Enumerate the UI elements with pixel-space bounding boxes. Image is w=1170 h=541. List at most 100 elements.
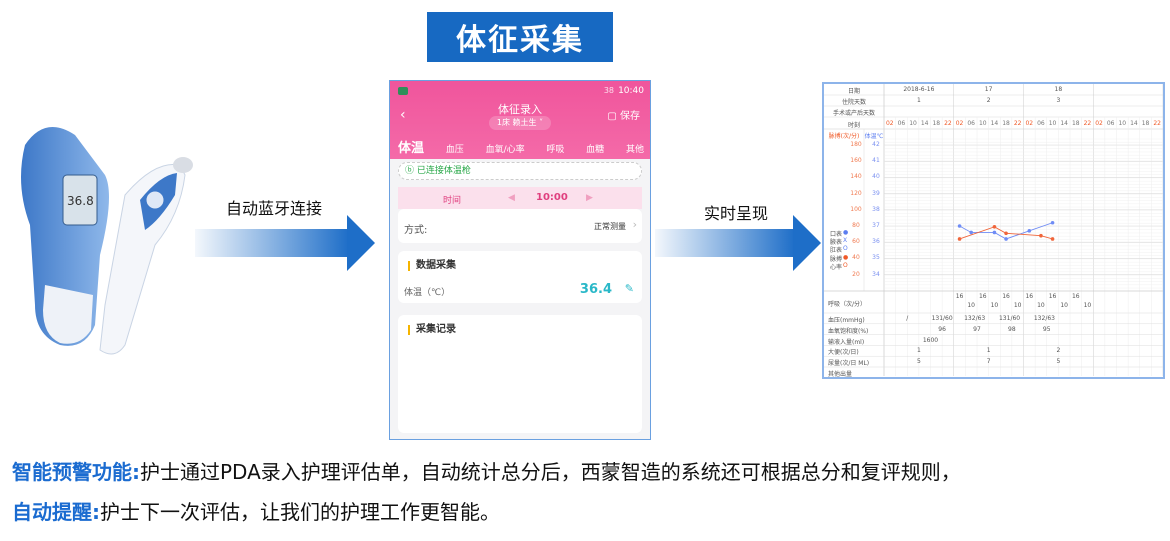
legend-label: 腋表 [830,239,843,247]
pulse-point [957,237,962,241]
temp-tick: 38 [872,205,880,213]
time-tick: 02 [955,120,964,127]
bottom-row-label: 血压(mmHg) [828,316,865,324]
time-tick: 14 [920,120,929,127]
time-tick: 02 [1095,120,1103,127]
pulse-axis-label: 脉搏(次/分) [828,133,860,140]
record-card: 采集记录 [398,315,642,433]
connection-status: ⓑ 已连接体温枪 [398,162,642,180]
bottom-row-value: 131/60 [998,315,1021,322]
connection-text: 已连接体温枪 [416,166,471,176]
time-tick: 10 [978,120,987,127]
temp-axis-label: 体温℃ [864,133,884,140]
temp-tick: 35 [872,254,880,262]
time-tick: 22 [944,120,952,127]
prev-time-icon[interactable]: ◀ [508,193,515,203]
patient-label: 1床 赖土生 [496,118,537,127]
time-tick: 22 [1153,120,1162,127]
legend-marker: ● [843,253,849,261]
bottom-row-value: 132/63 [1033,315,1055,322]
reminder-label: 自动提醒: [12,500,100,524]
temp-value[interactable]: 36.4 [579,282,612,297]
next-time-icon[interactable]: ▶ [586,193,593,203]
tab-respiration[interactable]: 呼吸 [546,145,565,155]
pulse-tick: 120 [850,189,862,197]
edit-icon[interactable]: ✎ [624,282,634,295]
patient-select[interactable]: 1床 赖土生 ˅ [489,116,551,130]
method-label: 方式: [404,225,428,236]
legend-label: 心率 [830,263,843,271]
app-icon [398,87,408,95]
legend-label: 口表 [830,231,843,239]
bottom-row-value: 132/63 [964,315,986,322]
bottom-row-value: 16 [1002,293,1010,300]
time-tick: 14 [990,120,999,127]
bottom-row-label: 呼吸（次/分） [828,300,867,308]
tab-blood-pressure[interactable]: 血压 [445,145,464,155]
legend-marker: O [843,245,848,253]
warning-text: 护士通过PDA录入护理评估单，自动统计总分后，西蒙智造的系统还可根据总分和复评规… [140,460,961,484]
header-row-label: 住院天数 [841,99,867,106]
save-button[interactable]: ▢ 保存 [607,111,640,122]
bluetooth-arrow [195,215,375,271]
bottom-row-value: 5 [916,358,921,366]
pulse-tick: 60 [852,238,860,246]
back-icon[interactable]: ‹ [400,107,406,123]
bottom-row-value: 95 [1042,325,1051,333]
header-day-cell: 18 [1054,86,1063,93]
legend-marker: ● [843,229,849,237]
tab-spo2[interactable]: 血氧/心率 [485,145,525,155]
warning-line: 智能预警功能:护士通过PDA录入护理评估单，自动统计总分后，西蒙智造的系统还可根… [12,456,961,485]
time-row-label: 时刻 [847,122,861,129]
time-value: 10:00 [536,192,568,203]
legend-marker: X [843,237,848,245]
temp-tick: 41 [872,157,880,165]
pulse-point [992,225,997,229]
time-tick: 14 [1130,120,1138,127]
time-tick: 18 [1071,120,1080,127]
temp-tick: 40 [872,173,880,181]
header-day-cell: 1 [916,97,921,104]
header-row-label: 日期 [847,88,861,95]
save-label: 保存 [620,111,640,122]
time-tick: 22 [1013,120,1022,127]
tab-other[interactable]: 其他 [625,145,644,155]
time-tick: 18 [932,120,941,127]
bottom-row-value: 10 [967,302,976,309]
bottom-row-value: 96 [938,325,946,333]
time-tick: 10 [1048,120,1057,127]
bluetooth-label: 自动蓝牙连接 [226,199,323,218]
time-tick: 02 [1025,120,1034,127]
temperature-point [992,230,997,235]
temp-label: 体温（℃） [404,288,451,298]
bottom-row-value: 1600 [922,336,939,344]
reminder-line: 自动提醒:护士下一次评估，让我们的护理工作更智能。 [12,496,500,525]
bottom-row-value: 7 [986,358,991,366]
tab-blood-sugar[interactable]: 血糖 [586,145,605,155]
bottom-row-value: 10 [1083,302,1092,309]
warning-label: 智能预警功能: [12,460,140,484]
data-section-title: 数据采集 [408,261,456,271]
bottom-row-value: 10 [1013,302,1022,309]
pda-screen: 38 10:40 ‹ 体征录入 1床 赖土生 ˅ ▢ 保存 体温 血压 血氧/心… [389,80,651,440]
thermometer-display: 36.8 [67,194,94,208]
temp-tick: 39 [872,189,880,197]
pulse-tick: 100 [850,205,862,213]
time-label: 时间 [443,196,462,206]
time-tick: 18 [1002,120,1010,127]
time-tick: 14 [1060,120,1069,127]
time-tick: 06 [1106,120,1115,127]
header-day-cell: 17 [984,86,993,93]
time-selector[interactable]: 时间 ◀ 10:00 ▶ [398,187,642,209]
realtime-label: 实时呈现 [704,204,769,223]
temperature-line [959,222,1053,240]
time-tick: 10 [1118,120,1127,127]
method-row[interactable]: 方式: 正常测量 › [398,209,642,243]
tab-temperature[interactable]: 体温 [398,141,425,156]
pulse-point [1050,237,1055,241]
legend-marker: O [843,261,848,269]
status-time: 10:40 [618,86,644,96]
bottom-row-label: 输液入量(ml) [828,338,865,346]
bottom-row-value: 97 [973,325,981,333]
temperature-point [1027,229,1032,233]
